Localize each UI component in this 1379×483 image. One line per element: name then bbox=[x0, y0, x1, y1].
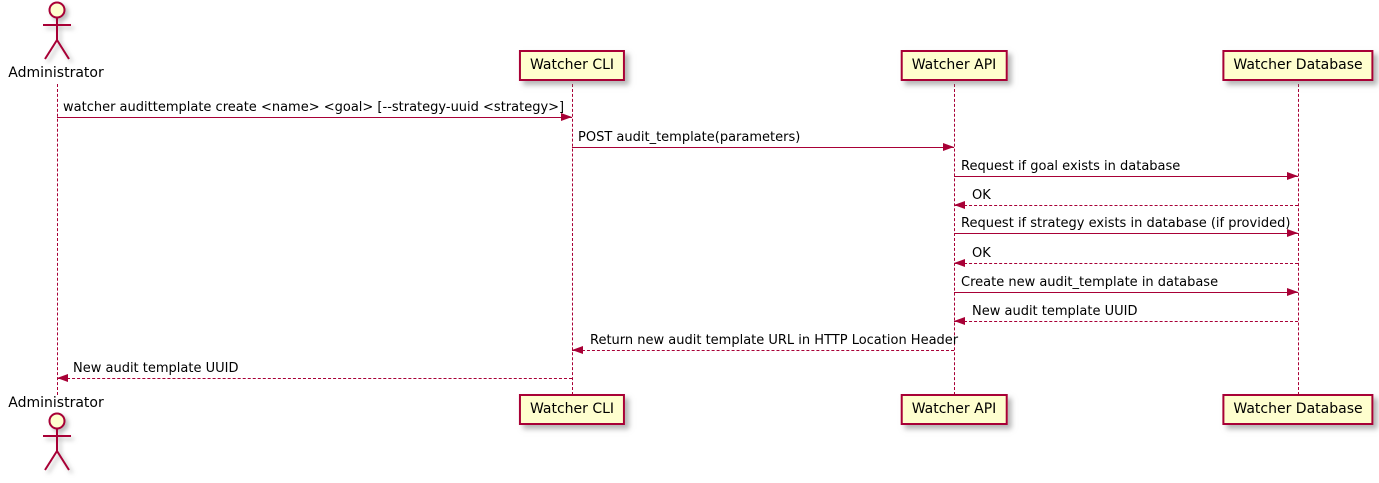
message-label: Request if goal exists in database bbox=[961, 159, 1181, 174]
lifeline-watcher-database bbox=[1297, 84, 1299, 395]
participant-box-watcher-database: Watcher Database bbox=[1222, 50, 1374, 81]
arrowhead-right-icon bbox=[1287, 229, 1298, 237]
message-arrow bbox=[572, 350, 954, 351]
participant-box-watcher-database-bottom: Watcher Database bbox=[1222, 394, 1374, 425]
message-arrow bbox=[572, 147, 954, 148]
message-label: watcher audittemplate create <name> <goa… bbox=[63, 100, 565, 115]
message-arrow bbox=[57, 117, 572, 118]
actor-icon bbox=[43, 1, 71, 60]
arrowhead-left-icon bbox=[954, 201, 965, 209]
arrowhead-left-icon bbox=[954, 317, 965, 325]
arrowhead-right-icon bbox=[943, 143, 954, 151]
message-arrow bbox=[57, 378, 572, 379]
actor-icon bbox=[43, 412, 71, 471]
message-label: Request if strategy exists in database (… bbox=[961, 216, 1291, 231]
arrowhead-right-icon bbox=[1287, 288, 1298, 296]
message-arrow bbox=[954, 263, 1298, 264]
actor-label: Administrator bbox=[8, 395, 104, 411]
message-arrow bbox=[954, 176, 1298, 177]
participant-box-watcher-cli-bottom: Watcher CLI bbox=[518, 394, 626, 425]
lifeline-watcher-cli bbox=[571, 84, 573, 395]
participant-box-watcher-cli: Watcher CLI bbox=[518, 50, 626, 81]
lifeline-administrator bbox=[56, 84, 58, 395]
message-label: New audit template UUID bbox=[73, 361, 239, 376]
participant-box-watcher-api: Watcher API bbox=[900, 50, 1008, 81]
message-label: OK bbox=[972, 188, 991, 203]
participant-box-watcher-api-bottom: Watcher API bbox=[900, 394, 1008, 425]
arrowhead-left-icon bbox=[57, 374, 68, 382]
message-label: Return new audit template URL in HTTP Lo… bbox=[590, 333, 959, 348]
message-arrow bbox=[954, 205, 1298, 206]
message-label: OK bbox=[972, 246, 991, 261]
arrowhead-left-icon bbox=[572, 346, 583, 354]
actor-label: Administrator bbox=[8, 65, 104, 81]
arrowhead-left-icon bbox=[954, 259, 965, 267]
message-label: Create new audit_template in database bbox=[961, 275, 1219, 290]
arrowhead-right-icon bbox=[561, 113, 572, 121]
message-arrow bbox=[954, 292, 1298, 293]
arrowhead-right-icon bbox=[1287, 172, 1298, 180]
message-arrow bbox=[954, 233, 1298, 234]
message-label: New audit template UUID bbox=[972, 304, 1138, 319]
message-label: POST audit_template(parameters) bbox=[578, 130, 801, 145]
lifeline-watcher-api bbox=[953, 84, 955, 395]
message-arrow bbox=[954, 321, 1298, 322]
